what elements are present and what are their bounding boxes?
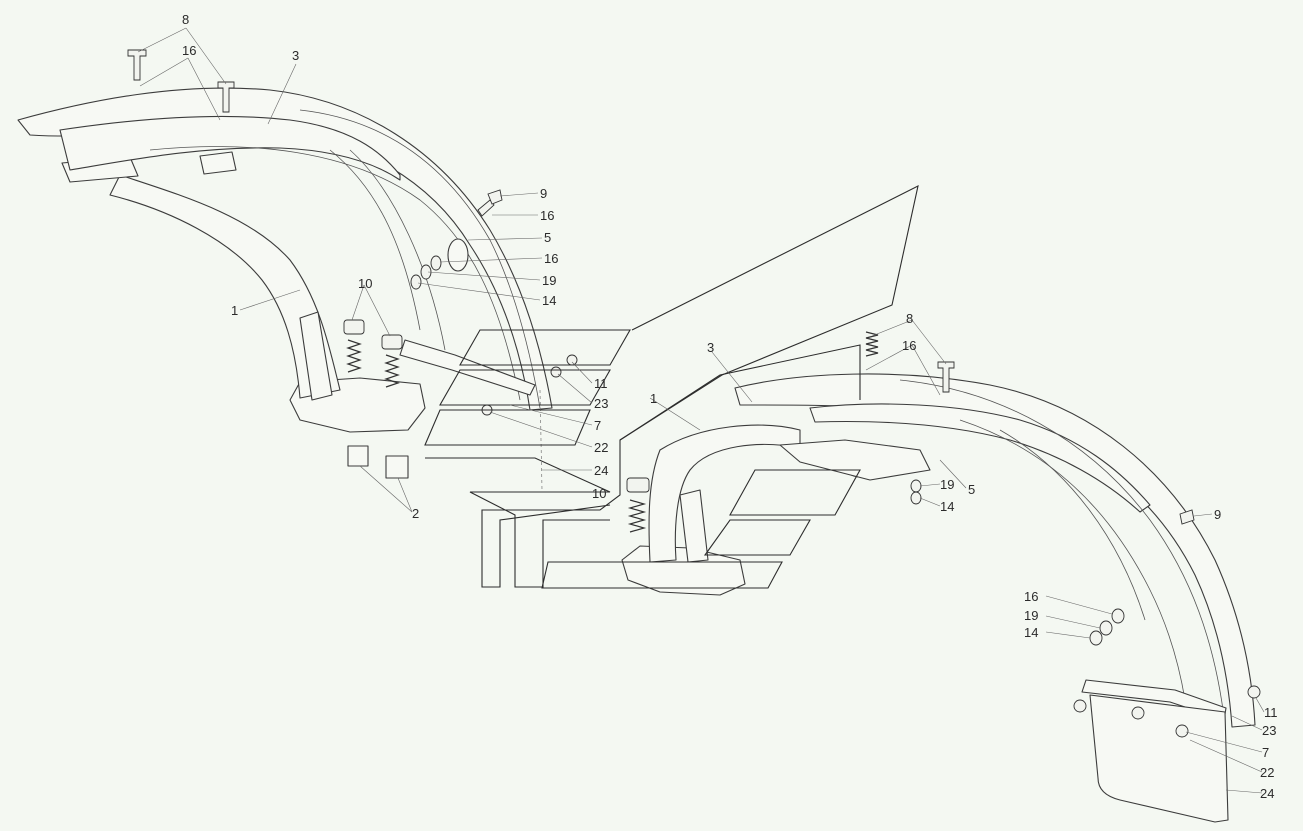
right-flap-bolt-b bbox=[1131, 706, 1145, 720]
right-spring-10 bbox=[627, 499, 647, 533]
right-mud-flap bbox=[1089, 694, 1229, 823]
left-fender-hole bbox=[447, 238, 469, 272]
outline-stepped-shape bbox=[425, 457, 611, 588]
callout-8-right: 8 bbox=[906, 311, 913, 326]
left-bushing-a bbox=[347, 445, 369, 467]
callout-11-left: 11 bbox=[594, 376, 608, 391]
callout-16-left-a: 16 bbox=[540, 208, 554, 223]
callout-leaders bbox=[137, 27, 1265, 794]
left-bracket-rib bbox=[299, 311, 333, 401]
callout-19-right-center: 19 bbox=[940, 477, 954, 492]
right-bolt-11 bbox=[1247, 685, 1261, 699]
left-bolt-10a-head bbox=[343, 319, 365, 335]
right-bolt-9 bbox=[1179, 509, 1195, 525]
left-bolt-8b bbox=[217, 81, 235, 113]
callout-19-right-low: 19 bbox=[1024, 608, 1038, 623]
left-bolt-8a bbox=[127, 49, 147, 81]
left-bracket-arm bbox=[109, 174, 341, 399]
outline-right-band-2 bbox=[703, 519, 811, 556]
left-spring-10a bbox=[346, 339, 362, 373]
callout-24-right: 24 bbox=[1260, 786, 1274, 801]
left-mount-bar bbox=[399, 339, 536, 396]
callout-16-right-top: 16 bbox=[902, 338, 916, 353]
left-mud-flap bbox=[539, 389, 543, 491]
left-bushing-b bbox=[385, 455, 409, 479]
callout-2: 2 bbox=[412, 506, 419, 521]
right-bolt-10-head bbox=[626, 477, 650, 493]
callout-16-right-low: 16 bbox=[1024, 589, 1038, 604]
left-bolt-11 bbox=[566, 354, 578, 366]
callout-14-right-center: 14 bbox=[940, 499, 954, 514]
outline-right-band-3 bbox=[541, 561, 783, 589]
callout-9-right: 9 bbox=[1214, 507, 1221, 522]
callout-10-right: 10 bbox=[592, 486, 606, 501]
right-spring-8 bbox=[865, 331, 879, 357]
callout-5-right: 5 bbox=[968, 482, 975, 497]
callout-8-top-left: 8 bbox=[182, 12, 189, 27]
callout-14-left: 14 bbox=[542, 293, 556, 308]
callout-22-right: 22 bbox=[1260, 765, 1274, 780]
right-washer-16 bbox=[1111, 608, 1125, 624]
outline-band-2 bbox=[439, 369, 611, 406]
right-fender-assembly bbox=[621, 331, 1261, 823]
left-bolt-10b-head bbox=[381, 334, 403, 350]
overlay-outline-shapes bbox=[424, 184, 919, 589]
right-pivot-arm bbox=[779, 439, 931, 481]
callout-1-right: 1 bbox=[650, 391, 657, 406]
right-bracket-arm bbox=[648, 424, 801, 563]
callout-19-left: 19 bbox=[542, 273, 556, 288]
outline-band-3 bbox=[424, 409, 591, 446]
right-flap-bolt-a bbox=[1073, 699, 1087, 713]
left-spring-10b bbox=[384, 354, 400, 388]
callout-23-left: 23 bbox=[594, 396, 608, 411]
right-flap-bolt-c bbox=[1175, 724, 1189, 738]
callout-3-left: 3 bbox=[292, 48, 299, 63]
right-nut-14b bbox=[1089, 630, 1103, 646]
right-bolt-8 bbox=[937, 361, 955, 393]
callout-22-left: 22 bbox=[594, 440, 608, 455]
right-washer-19b bbox=[1099, 620, 1113, 636]
left-bolt-9-head bbox=[487, 189, 503, 205]
callout-16-left-b: 16 bbox=[544, 251, 558, 266]
callout-9-left: 9 bbox=[540, 186, 547, 201]
callout-3-right: 3 bbox=[707, 340, 714, 355]
left-fender-front-panel bbox=[59, 115, 401, 181]
callout-labels: 8 16 3 9 16 5 16 19 14 10 1 11 23 7 22 2… bbox=[182, 12, 1278, 801]
right-fender-panel bbox=[809, 403, 1151, 513]
left-bolt-9 bbox=[477, 199, 495, 217]
outline-right-band-1 bbox=[729, 469, 861, 516]
outline-right-arrow bbox=[619, 344, 861, 441]
callout-7-left: 7 bbox=[594, 418, 601, 433]
left-washer-16 bbox=[430, 255, 442, 271]
left-fender-block-2 bbox=[199, 151, 237, 175]
callout-7-right: 7 bbox=[1262, 745, 1269, 760]
callout-24-left: 24 bbox=[594, 463, 608, 478]
right-bracket-rib bbox=[679, 489, 709, 563]
callout-1-left: 1 bbox=[231, 303, 238, 318]
callout-23-right: 23 bbox=[1262, 723, 1276, 738]
callout-14-right-low: 14 bbox=[1024, 625, 1038, 640]
callout-5-left: 5 bbox=[544, 230, 551, 245]
left-fender-assembly bbox=[17, 49, 578, 491]
callout-10-left: 10 bbox=[358, 276, 372, 291]
right-washer-19 bbox=[910, 479, 922, 493]
callout-16-top-left: 16 bbox=[182, 43, 196, 58]
outline-band-1 bbox=[459, 329, 631, 366]
right-nut-14 bbox=[910, 491, 922, 505]
callout-11-right: 11 bbox=[1264, 705, 1278, 720]
outline-long-diagonal bbox=[481, 184, 919, 588]
left-nut-14 bbox=[410, 274, 422, 290]
